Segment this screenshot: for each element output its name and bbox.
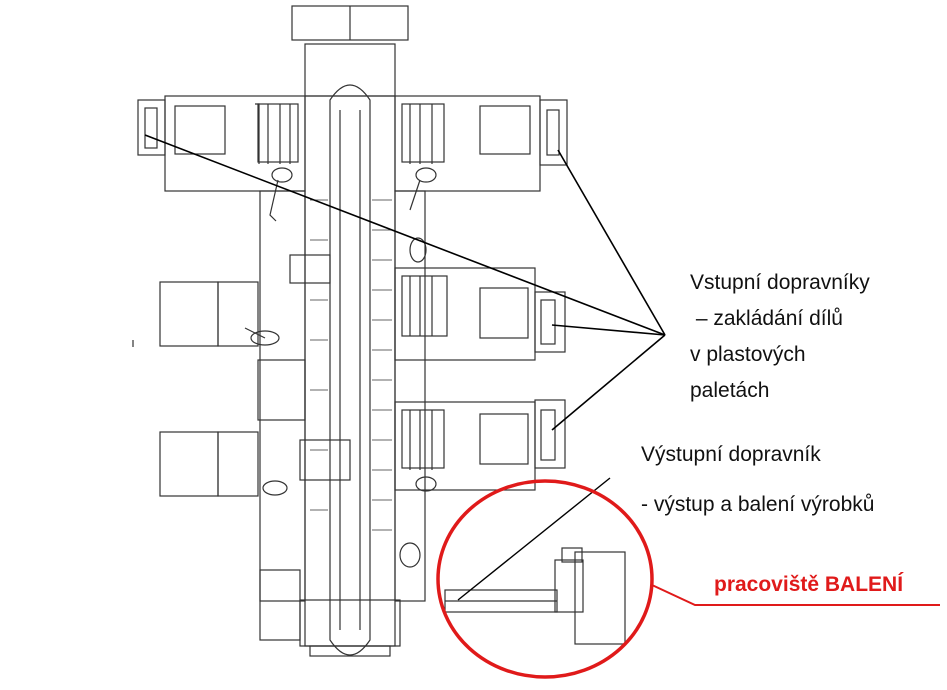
- top-cabinet: [291, 5, 409, 97]
- output-conveyor-label-line2: - výstup a balení výrobků: [641, 493, 875, 516]
- top-row-cells: [164, 95, 541, 192]
- conveyor-detail: [310, 199, 392, 531]
- left-cabinets: [159, 254, 351, 641]
- input-conveyor-pointers: [144, 134, 666, 431]
- central-conveyor: [299, 84, 401, 657]
- input-conveyor-label-line1: Vstupní dopravníky: [690, 271, 870, 294]
- output-conveyor-pointer: [457, 477, 611, 601]
- packing-underline: [651, 584, 940, 606]
- packing-highlight-circle: [436, 479, 654, 679]
- robot-arms: [244, 167, 437, 568]
- middle-frame: [259, 190, 566, 602]
- input-conveyor-label-line3: v plastových: [690, 343, 806, 366]
- top-left-conveyor: [137, 99, 166, 156]
- top-right-conveyor: [539, 99, 568, 166]
- output-conveyor-label-line1: Výstupní dopravník: [641, 443, 821, 466]
- input-conveyor-label-line2: – zakládání dílů: [690, 307, 843, 330]
- input-conveyor-label-line4: paletách: [690, 379, 770, 402]
- output-conveyor: [444, 547, 626, 645]
- packing-station-label: pracoviště BALENÍ: [714, 573, 904, 596]
